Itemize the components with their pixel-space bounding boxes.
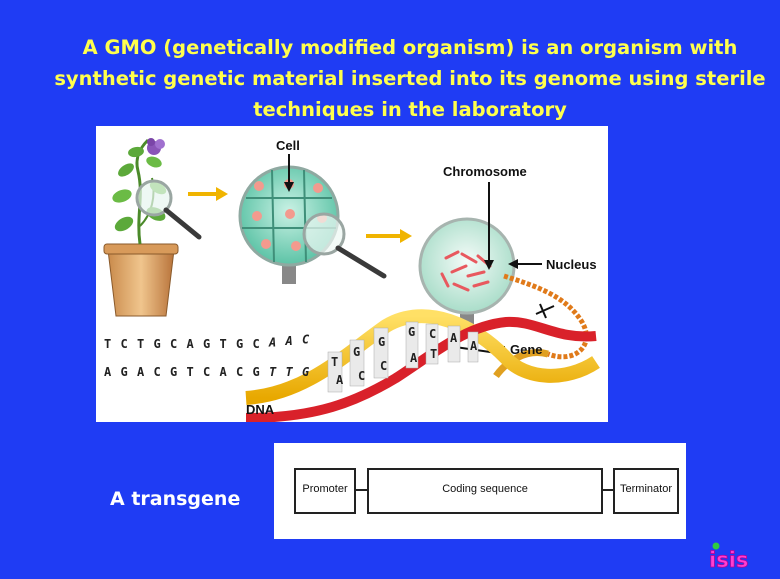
cell-icon — [238, 154, 387, 284]
slide-title: A GMO (genetically modified organism) is… — [40, 32, 780, 125]
promoter-box: Promoter — [294, 468, 356, 514]
sequence-base: A — [285, 334, 293, 348]
title-line-1: A GMO (genetically modified organism) is… — [82, 36, 738, 59]
helix-base: C — [358, 369, 365, 383]
arrow-right-icon — [366, 229, 412, 243]
helix-base: A — [336, 373, 344, 387]
helix-base: T — [331, 355, 338, 369]
sequence-base: C — [154, 365, 161, 379]
sequence-base: T — [220, 337, 227, 351]
helix-base: C — [429, 327, 436, 341]
sequence-base: G — [236, 337, 243, 351]
dna-helix-icon: T G A C G C G A C T A A — [245, 309, 600, 422]
sequence-base: T — [286, 365, 294, 379]
sequence-base: A — [104, 365, 112, 379]
coding-sequence-box: Coding sequence — [367, 468, 603, 514]
arrow-right-icon — [188, 187, 228, 201]
sequence-base: T — [187, 365, 194, 379]
sequence-base: A — [220, 365, 228, 379]
dna-label: DNA — [246, 402, 275, 417]
helix-base: A — [470, 339, 478, 353]
sequence-base: G — [170, 365, 177, 379]
sequence-base: G — [154, 337, 161, 351]
sequence-base: G — [253, 365, 260, 379]
sequence-base: T — [104, 337, 111, 351]
helix-base: C — [380, 359, 387, 373]
sequence-base: G — [121, 365, 128, 379]
sequence-base: C — [253, 337, 260, 351]
transgene-label: A transgene — [110, 488, 241, 510]
sequence-base: C — [236, 365, 243, 379]
terminator-box: Terminator — [613, 468, 679, 514]
helix-base: A — [410, 351, 418, 365]
chromosome-label: Chromosome — [443, 164, 527, 179]
transgene-diagram: Promoter Coding sequence Terminator — [274, 443, 686, 539]
connector-line — [356, 489, 368, 491]
sequence-base: C — [121, 337, 128, 351]
sequence-base: C — [203, 365, 210, 379]
sequence-base: T — [137, 337, 144, 351]
sequence-base: A — [137, 365, 145, 379]
isis-logo: isis — [709, 542, 749, 571]
gene-label: Gene — [510, 342, 543, 357]
sequence-base: C — [170, 337, 177, 351]
sequence-base: A — [268, 336, 276, 350]
helix-base: T — [430, 347, 437, 361]
helix-base: G — [353, 345, 360, 359]
magnifier-icon — [135, 179, 202, 240]
helix-base: A — [450, 331, 458, 345]
helix-base: G — [378, 335, 385, 349]
sequence-base: G — [203, 337, 210, 351]
sequence-base: G — [302, 365, 309, 379]
connector-line — [602, 489, 614, 491]
gmo-diagram: Cell Chromosome Nu — [96, 126, 608, 422]
nucleus-label: Nucleus — [546, 257, 597, 272]
plant-icon — [103, 138, 179, 317]
sequence-base: A — [187, 337, 195, 351]
sequence-base: C — [302, 333, 310, 347]
title-line-3: techniques in the laboratory — [253, 98, 567, 121]
logo-text: isis — [709, 548, 748, 571]
cell-label: Cell — [276, 138, 300, 153]
sequence-base: T — [269, 365, 277, 379]
helix-base: G — [408, 325, 415, 339]
title-line-2: synthetic genetic material inserted into… — [54, 67, 766, 90]
